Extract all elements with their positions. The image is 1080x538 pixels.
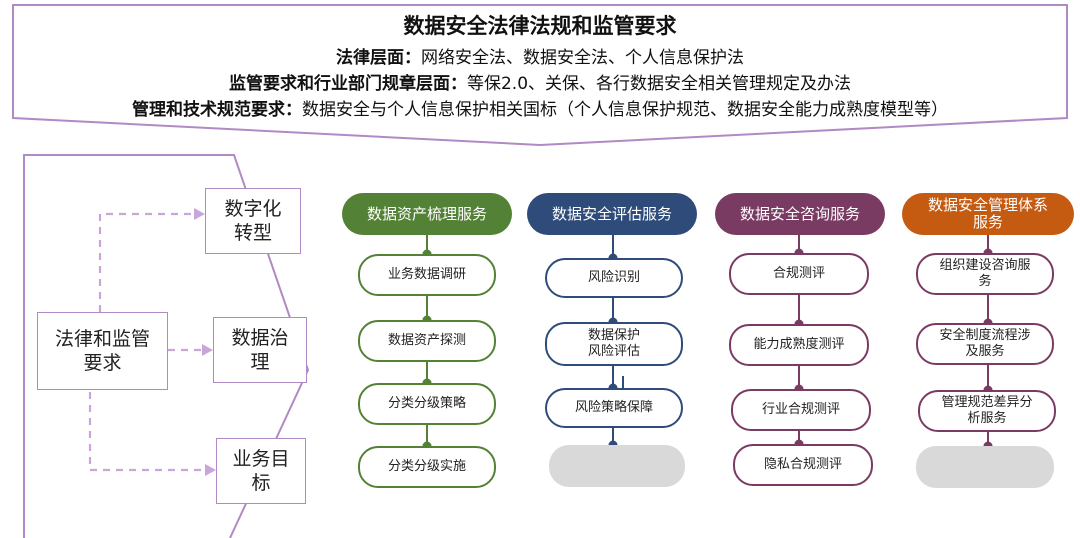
arrow-heads (194, 208, 216, 476)
header-line-standards: 管理和技术规范要求：数据安全与个人信息保护相关国标（个人信息保护规范、数据安全能… (0, 95, 1080, 120)
left-chevron-outline (23, 154, 310, 538)
target-box-data-governance: 数据治理 (213, 317, 307, 383)
column-title-consulting: 数据安全咨询服务 (715, 193, 885, 235)
column-item: 安全制度流程涉 及服务 (916, 323, 1054, 365)
dashed-connectors (88, 212, 206, 472)
column-item: 分类分级实施 (358, 446, 496, 488)
header-line-label: 监管要求和行业部门规章层面： (228, 74, 467, 94)
header-line-label: 法律层面： (336, 48, 421, 68)
header-banner-outline (12, 4, 1068, 147)
column-item: 管理规范差异分 析服务 (918, 390, 1056, 432)
target-box-digital-transformation: 数字化转型 (205, 188, 301, 254)
column-item: 数据保护 风险评估 (545, 322, 683, 366)
column-item: 数据资产探测 (358, 320, 496, 362)
empty-placeholder-pill (549, 445, 685, 487)
header-line-label: 管理和技术规范要求： (132, 100, 302, 120)
column-item: 行业合规测评 (731, 389, 871, 431)
header-line-text: 网络安全法、数据安全法、个人信息保护法 (421, 48, 744, 68)
header-line-regulation: 监管要求和行业部门规章层面：等保2.0、关保、各行数据安全相关管理规定及办法 (0, 69, 1080, 94)
empty-placeholder-pill (916, 446, 1054, 488)
column-item: 能力成熟度测评 (729, 324, 869, 366)
header-line-law: 法律层面：网络安全法、数据安全法、个人信息保护法 (0, 43, 1080, 68)
header-line-text: 等保2.0、关保、各行数据安全相关管理规定及办法 (466, 74, 852, 94)
column-title-management-system: 数据安全管理体系 服务 (902, 193, 1074, 235)
column-item: 合规测评 (729, 253, 869, 295)
header-line-text: 数据安全与个人信息保护相关国标（个人信息保护规范、数据安全能力成熟度模型等） (302, 100, 948, 120)
page-title: 数据安全法律法规和监管要求 (403, 14, 677, 38)
column-title-assessment: 数据安全评估服务 (527, 193, 697, 235)
column-item: 风险策略保障 (545, 388, 683, 428)
column-item: 分类分级策略 (358, 383, 496, 425)
target-box-business-goals: 业务目标 (216, 438, 306, 504)
column-item: 隐私合规测评 (733, 444, 873, 486)
source-box-legal-requirements: 法律和监管要求 (37, 312, 168, 390)
column-item: 组织建设咨询服 务 (916, 253, 1054, 295)
column-item: 风险识别 (545, 258, 683, 298)
column-title-asset-sorting: 数据资产梳理服务 (342, 193, 512, 235)
column-item: 业务数据调研 (358, 254, 496, 296)
